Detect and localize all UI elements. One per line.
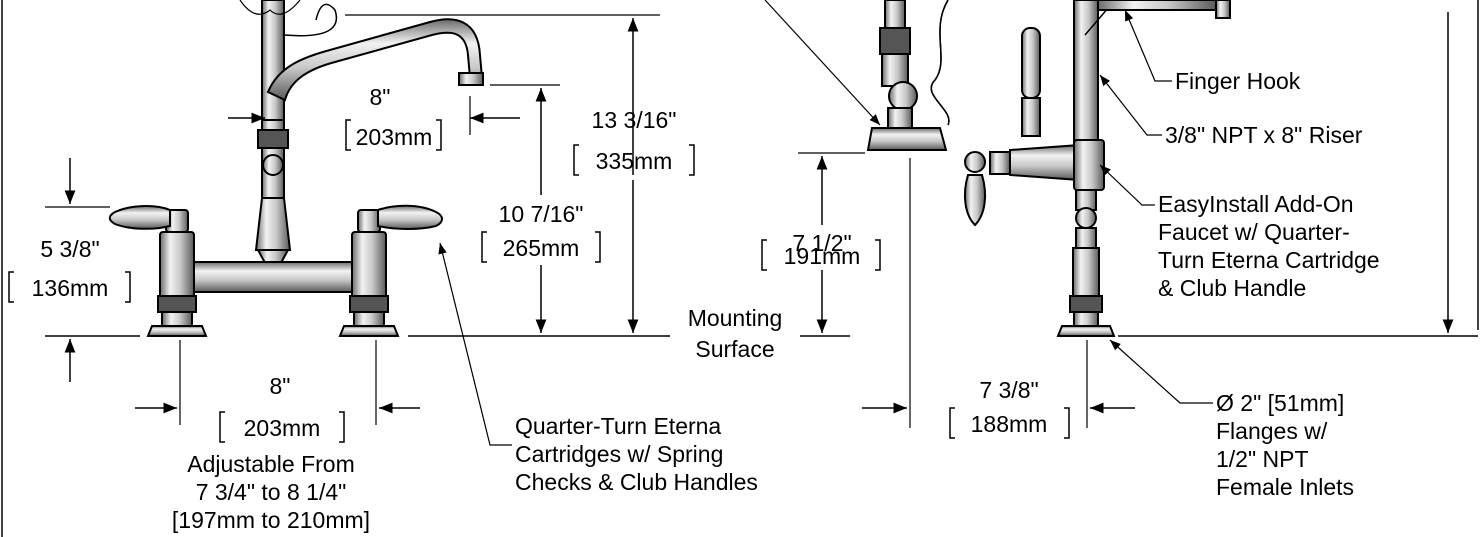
add-on-faucet-line-2: Faucet w/ Quarter- (1158, 219, 1350, 245)
centers-adjust-line-3: [197mm to 210mm] (172, 507, 370, 533)
centers-metric: 203mm (244, 415, 321, 441)
handle-height-metric: 136mm (32, 275, 109, 301)
add-on-faucet-line-3: Turn Eterna Cartridge (1158, 247, 1380, 273)
mounting-surface-line-1: Mounting (688, 305, 783, 331)
spray-height-metric: 191mm (784, 243, 861, 269)
flanges-callout-line-4: Female Inlets (1216, 474, 1354, 500)
spout-reach-metric: 203mm (356, 124, 433, 150)
metric-brackets (8, 119, 1070, 443)
flanges-callout-line-3: 1/2" NPT (1216, 446, 1309, 472)
overall-height-imperial: 13 3/16" (592, 107, 677, 133)
cartridges-callout-line-1: Quarter-Turn Eterna (515, 413, 721, 439)
centers-adjust-line-2: 7 3/4" to 8 1/4" (196, 479, 347, 505)
flanges-callout-line-2: Flanges w/ (1216, 418, 1328, 444)
riser-offset-metric: 188mm (971, 411, 1048, 437)
dimension-lines-right (798, 12, 1454, 428)
finger-hook-callout: Finger Hook (1175, 68, 1301, 94)
riser-offset-imperial: 7 3/8" (979, 377, 1038, 403)
spray-height-imperial: 7 1/2" (792, 230, 851, 256)
add-on-faucet-line-4: & Club Handle (1158, 275, 1306, 301)
dimension-lines-left (45, 14, 660, 425)
deck-mount-faucet (108, 0, 484, 337)
callout-leaders (438, 0, 1213, 446)
spout-height-imperial: 10 7/16" (499, 201, 584, 227)
overall-height-metric: 335mm (596, 148, 673, 174)
flanges-callout-line-1: Ø 2" [51mm] (1216, 390, 1344, 416)
spout-height-metric: 265mm (503, 235, 580, 261)
cartridges-callout-line-2: Cartridges w/ Spring (515, 441, 723, 467)
pre-rinse-assembly (866, 0, 1231, 337)
handle-height-imperial: 5 3/8" (40, 236, 99, 262)
add-on-faucet-line-1: EasyInstall Add-On (1158, 191, 1354, 217)
centers-imperial: 8" (270, 373, 291, 399)
centers-adjust-line-1: Adjustable From (187, 451, 354, 477)
cartridges-callout-line-3: Checks & Club Handles (515, 469, 758, 495)
mounting-surface-line-2: Surface (695, 336, 774, 362)
riser-callout: 3/8" NPT x 8" Riser (1165, 122, 1363, 148)
spout-reach-imperial: 8" (370, 84, 391, 110)
